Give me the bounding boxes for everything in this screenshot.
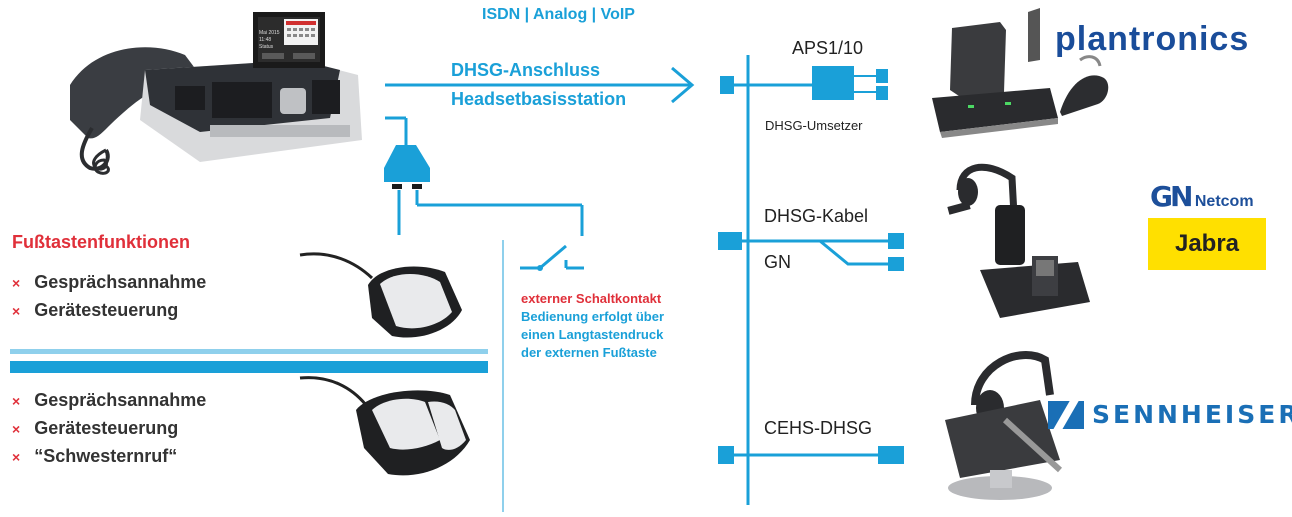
jabra-logo: Jabra [1148, 218, 1266, 270]
sennheiser-logo-text: SENNHEISER [1092, 400, 1292, 429]
switch-note-line: einen Langtastendruck [521, 327, 664, 342]
connection-arrow-head [671, 66, 695, 104]
connection-label-2: Headsetbasisstation [451, 89, 627, 109]
switch-note-line: der externen Fußtaste [521, 345, 657, 360]
separator-thin [10, 349, 488, 354]
switch-lever [539, 244, 567, 270]
gn-logo-mark: GN [1150, 180, 1193, 213]
list-item: × Gerätesteuerung [12, 300, 178, 321]
bullet-icon: × [12, 393, 21, 409]
phone-screen-status: Status [259, 44, 274, 50]
list-item-label: Gerätesteuerung [34, 418, 179, 438]
connection-label-1: DHSG-Anschluss [451, 60, 601, 80]
list-item-label: “Schwesternruf“ [34, 446, 178, 466]
bullet-icon: × [12, 303, 21, 319]
bullet-icon: × [12, 421, 21, 437]
switch-note-title: externer Schaltkontakt [521, 291, 662, 306]
jabra-logo-text: Jabra [1174, 230, 1240, 257]
separator-thick [10, 361, 488, 373]
gn-plug-left [718, 232, 742, 250]
sennheiser-logo-mark [1048, 398, 1084, 433]
aps-plug-right-1 [876, 69, 888, 83]
netcom-logo-text: Netcom [1194, 193, 1254, 210]
aps-label: APS1/10 [792, 38, 864, 58]
aps-caption: DHSG-Umsetzer [765, 118, 863, 133]
protocols-label: ISDN | Analog | VoIP [482, 6, 635, 23]
gn-netcom-logo: GN Netcom [1150, 180, 1254, 213]
cehs-label: CEHS-DHSG [764, 418, 873, 438]
phone-screen-time: 11:48 [259, 37, 272, 43]
foot-connector [384, 145, 430, 168]
gn-plug-right-2 [888, 257, 904, 271]
switch-note-line: Bedienung erfolgt über [521, 309, 664, 324]
list-item: × Gesprächsannahme [12, 390, 206, 411]
cehs-plug-right [878, 446, 904, 464]
sennheiser-logo: SENNHEISER [1048, 398, 1292, 433]
phone-screen-date: Mai 2015 [259, 30, 280, 36]
switch-note: externer Schaltkontakt Bedienung erfolgt… [521, 290, 664, 362]
list-item-label: Gerätesteuerung [34, 300, 179, 320]
gn-plug-right-1 [888, 233, 904, 249]
aps-plug-right-2 [876, 86, 888, 100]
list-item: × Gerätesteuerung [12, 418, 178, 439]
phone-screen-text: Mai 2015 11:48 Status [259, 30, 280, 51]
foot-functions-heading: Fußtastenfunktionen [12, 232, 190, 252]
list-item: × “Schwesternruf“ [12, 446, 177, 467]
list-item-label: Gesprächsannahme [34, 272, 207, 292]
gn-cable-label: DHSG-Kabel [764, 206, 869, 226]
bullet-icon: × [12, 275, 21, 291]
plantronics-logo: plantronics [1055, 20, 1250, 58]
cehs-plug-left [718, 446, 734, 464]
aps-converter-box [812, 66, 854, 100]
list-item-label: Gesprächsannahme [34, 390, 207, 410]
list-item: × Gesprächsannahme [12, 272, 206, 293]
aps-plug-left [720, 76, 734, 94]
gn-label: GN [764, 252, 791, 272]
bullet-icon: × [12, 449, 21, 465]
